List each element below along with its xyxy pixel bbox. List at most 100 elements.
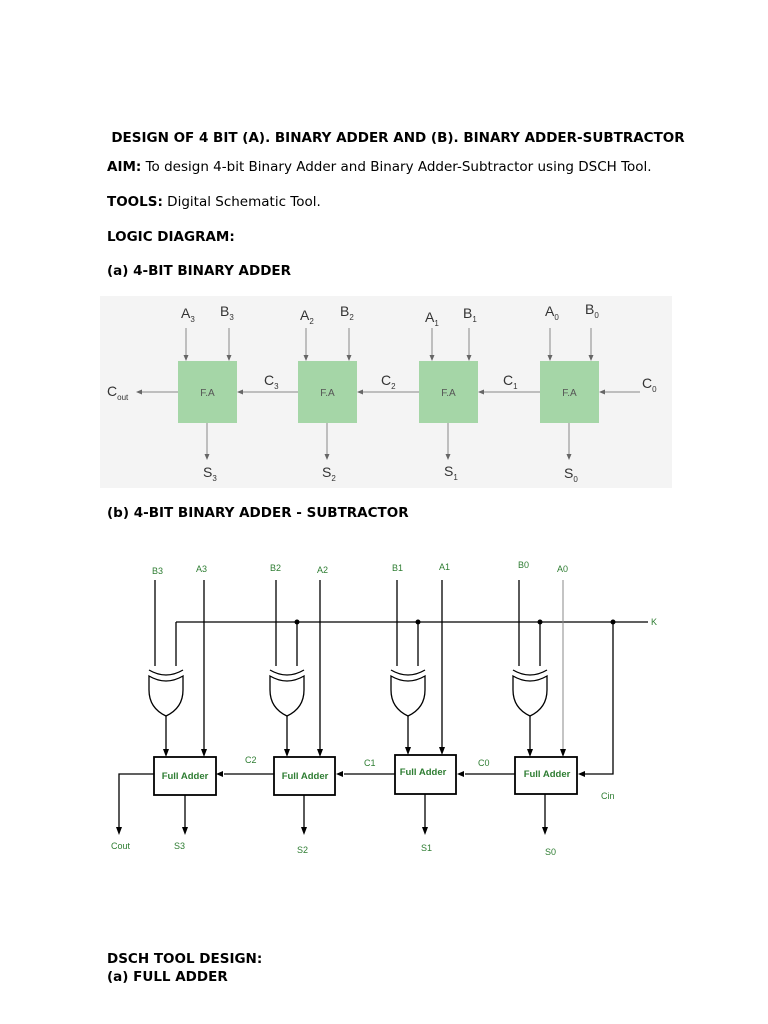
xor-extra-arc bbox=[390, 669, 426, 676]
b0-label: B0 bbox=[585, 301, 599, 320]
s0-label: S0 bbox=[545, 847, 556, 857]
cin-wire bbox=[584, 622, 614, 775]
c0-label: C0 bbox=[642, 375, 657, 394]
cout-label: Cout bbox=[107, 383, 129, 402]
c2-label: C2 bbox=[381, 372, 396, 391]
arrowhead bbox=[466, 355, 472, 361]
a0-label: A0 bbox=[545, 303, 559, 322]
arrowhead bbox=[578, 771, 585, 777]
s0-label: S0 bbox=[564, 465, 578, 484]
arrowhead bbox=[284, 749, 290, 757]
fa-label: F.A bbox=[320, 388, 335, 399]
tools-line: TOOLS: Digital Schematic Tool. bbox=[107, 194, 321, 210]
full-adder-0 bbox=[514, 756, 578, 795]
full-adder-2 bbox=[273, 756, 336, 796]
arrowhead bbox=[560, 749, 566, 757]
tools-label: TOOLS: bbox=[107, 194, 163, 210]
arrowhead bbox=[457, 771, 464, 777]
arrowhead bbox=[547, 355, 553, 361]
arrowhead bbox=[599, 389, 605, 395]
s2-label: S2 bbox=[322, 464, 336, 483]
arrowhead bbox=[317, 749, 323, 757]
fa-block-2 bbox=[298, 361, 357, 423]
arrowhead bbox=[182, 827, 188, 835]
s3-label: S3 bbox=[203, 464, 217, 483]
b3-label: B3 bbox=[152, 566, 163, 576]
section-fa-heading: (a) FULL ADDER bbox=[107, 969, 228, 985]
xor-extra-arc bbox=[512, 669, 548, 676]
arrowhead bbox=[527, 749, 533, 757]
b2-label: B2 bbox=[270, 563, 281, 573]
cout-wire bbox=[118, 773, 154, 828]
fa-block-3 bbox=[178, 361, 237, 423]
section-a-heading: (a) 4-BIT BINARY ADDER bbox=[107, 263, 292, 279]
xor-extra-arc bbox=[269, 669, 305, 676]
arrowhead bbox=[422, 827, 428, 835]
arrowhead bbox=[336, 771, 343, 777]
c1-label: C1 bbox=[503, 372, 518, 391]
c0-label: C0 bbox=[478, 758, 490, 768]
xor-gate-1 bbox=[390, 674, 426, 717]
full-adder-label: Full Adder bbox=[282, 771, 329, 782]
b1-label: B1 bbox=[392, 563, 403, 573]
s2-label: S2 bbox=[297, 845, 308, 855]
fa-label: F.A bbox=[441, 388, 456, 399]
arrowhead bbox=[566, 454, 572, 460]
arrowhead bbox=[226, 355, 232, 361]
k-label: K bbox=[651, 617, 657, 627]
a1-label: A1 bbox=[439, 562, 450, 572]
arrowhead bbox=[201, 749, 207, 757]
arrowhead bbox=[183, 355, 189, 361]
arrowhead bbox=[429, 355, 435, 361]
cout-label: Cout bbox=[111, 841, 131, 851]
arrowhead bbox=[439, 747, 445, 755]
arrowhead bbox=[303, 355, 309, 361]
xor-extra-arc bbox=[148, 669, 184, 676]
b0-label: B0 bbox=[518, 560, 529, 570]
b3-label: B3 bbox=[220, 303, 234, 322]
arrowhead bbox=[301, 827, 307, 835]
c1-label: C1 bbox=[364, 758, 376, 768]
full-adder-3 bbox=[153, 756, 217, 796]
section-b-heading: (b) 4-BIT BINARY ADDER - SUBTRACTOR bbox=[107, 505, 409, 521]
adder-subtractor-diagram: K Cin B3 A3 Full Adder S3 Cout B2 A2 Ful… bbox=[111, 560, 657, 857]
aim-label: AIM: bbox=[107, 159, 142, 175]
s1-label: S1 bbox=[421, 843, 432, 853]
a2-label: A2 bbox=[317, 565, 328, 575]
cin-label: Cin bbox=[601, 791, 615, 801]
aim-line: AIM: To design 4-bit Binary Adder and Bi… bbox=[107, 159, 652, 175]
arrowhead bbox=[478, 389, 484, 395]
arrowhead bbox=[204, 454, 210, 460]
b1-label: B1 bbox=[463, 305, 477, 324]
fa-label: F.A bbox=[200, 388, 215, 399]
aim-text: To design 4-bit Binary Adder and Binary … bbox=[141, 159, 652, 175]
c3-label: C3 bbox=[264, 372, 279, 391]
xor-gate-2 bbox=[269, 674, 305, 717]
dsch-heading: DSCH TOOL DESIGN: bbox=[107, 951, 263, 967]
tools-text: Digital Schematic Tool. bbox=[162, 194, 321, 210]
fa-block-1 bbox=[419, 361, 478, 423]
arrowhead bbox=[216, 771, 223, 777]
arrowhead bbox=[542, 827, 548, 835]
fa-label: F.A bbox=[562, 388, 577, 399]
a2-label: A2 bbox=[300, 307, 314, 326]
arrowhead bbox=[405, 747, 411, 755]
binary-adder-diagram: C0 F.A A3 B3 S3 Cout F.A A2 B2 S2 C3 F.A… bbox=[100, 296, 672, 488]
a1-label: A1 bbox=[425, 309, 439, 328]
xor-gate-3 bbox=[148, 674, 184, 717]
b2-label: B2 bbox=[340, 303, 354, 322]
arrowhead bbox=[116, 827, 122, 835]
arrowhead bbox=[588, 355, 594, 361]
arrowhead bbox=[346, 355, 352, 361]
arrowhead bbox=[324, 454, 330, 460]
xor-gate-0 bbox=[512, 674, 548, 717]
full-adder-label: Full Adder bbox=[524, 769, 571, 780]
s3-label: S3 bbox=[174, 841, 185, 851]
arrowhead bbox=[445, 454, 451, 460]
a0-label: A0 bbox=[557, 564, 568, 574]
s1-label: S1 bbox=[444, 463, 458, 482]
logic-diagram-heading: LOGIC DIAGRAM: bbox=[107, 229, 235, 245]
page-title: DESIGN OF 4 BIT (A). BINARY ADDER AND (B… bbox=[111, 130, 685, 146]
c2-label: C2 bbox=[245, 755, 257, 765]
full-adder-label: Full Adder bbox=[162, 771, 209, 782]
